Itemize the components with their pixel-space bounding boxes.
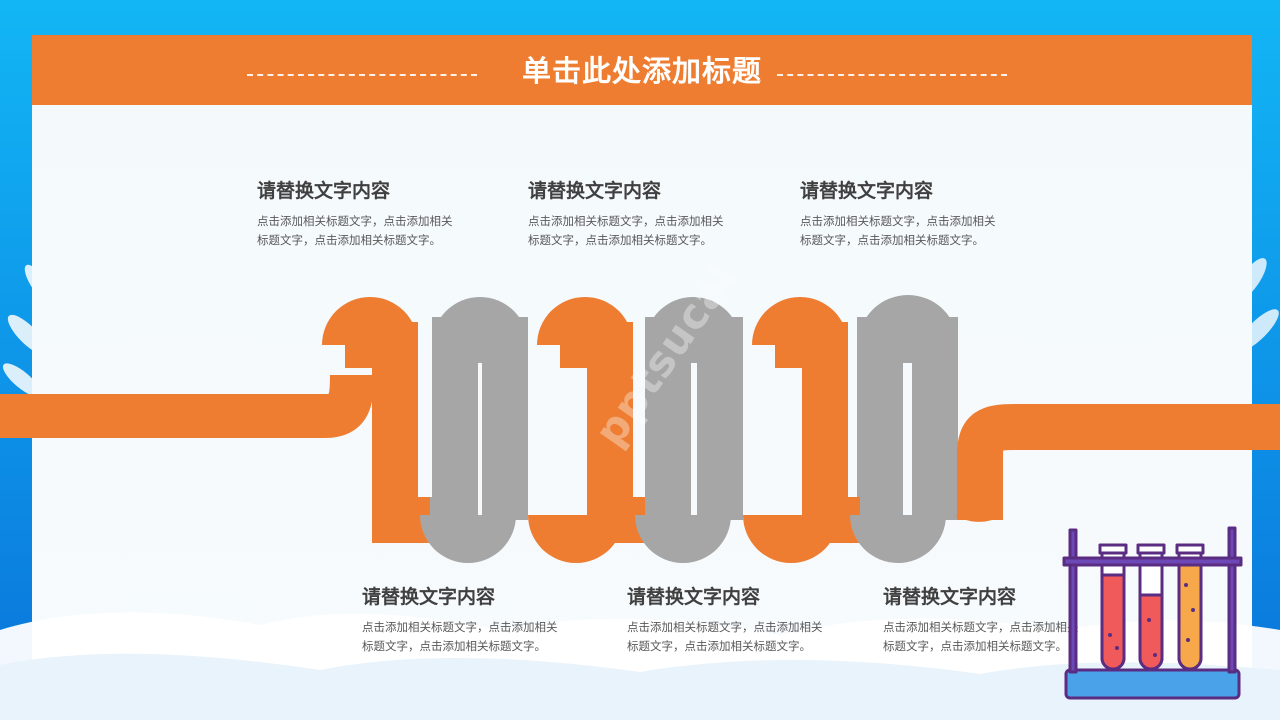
text-block-1: 请替换文字内容 点击添加相关标题文字，点击添加相关标题文字，点击添加相关标题文字… <box>257 176 457 250</box>
ribbon-left-tail <box>0 374 374 438</box>
block-heading[interactable]: 请替换文字内容 <box>528 180 662 202</box>
block-body[interactable]: 点击添加相关标题文字，点击添加相关标题文字，点击添加相关标题文字。 <box>800 214 996 247</box>
block-body[interactable]: 点击添加相关标题文字，点击添加相关标题文字，点击添加相关标题文字。 <box>627 620 823 653</box>
ribbon-right-tail <box>957 404 1280 520</box>
text-block-3: 请替换文字内容 点击添加相关标题文字，点击添加相关标题文字，点击添加相关标题文字… <box>800 176 1000 250</box>
block-heading[interactable]: 请替换文字内容 <box>362 586 496 608</box>
title-divider-left <box>247 74 477 76</box>
page-title[interactable]: 单击此处添加标题 <box>521 54 762 88</box>
text-block-2: 请替换文字内容 点击添加相关标题文字，点击添加相关标题文字，点击添加相关标题文字… <box>528 176 728 250</box>
header-bar: 单击此处添加标题 <box>32 35 1252 105</box>
ribbon-orange-1 <box>345 322 430 543</box>
snow-cloud-decoration <box>0 612 1280 720</box>
block-body[interactable]: 点击添加相关标题文字，点击添加相关标题文字，点击添加相关标题文字。 <box>257 214 453 247</box>
block-heading[interactable]: 请替换文字内容 <box>627 586 761 608</box>
content-panel <box>32 35 1252 720</box>
ribbon-orange-3 <box>775 322 860 543</box>
block-body[interactable]: 点击添加相关标题文字，点击添加相关标题文字，点击添加相关标题文字。 <box>883 620 1079 653</box>
block-body[interactable]: 点击添加相关标题文字，点击添加相关标题文字，点击添加相关标题文字。 <box>528 214 724 247</box>
block-heading[interactable]: 请替换文字内容 <box>883 586 1017 608</box>
text-block-5: 请替换文字内容 点击添加相关标题文字，点击添加相关标题文字，点击添加相关标题文字… <box>627 582 827 656</box>
block-heading[interactable]: 请替换文字内容 <box>800 180 934 202</box>
title-divider-right <box>777 74 1007 76</box>
block-body[interactable]: 点击添加相关标题文字，点击添加相关标题文字，点击添加相关标题文字。 <box>362 620 558 653</box>
test-tube-rack-icon <box>1062 526 1243 700</box>
text-block-6: 请替换文字内容 点击添加相关标题文字，点击添加相关标题文字，点击添加相关标题文字… <box>883 582 1083 656</box>
text-block-4: 请替换文字内容 点击添加相关标题文字，点击添加相关标题文字，点击添加相关标题文字… <box>362 582 562 656</box>
block-heading[interactable]: 请替换文字内容 <box>257 180 391 202</box>
